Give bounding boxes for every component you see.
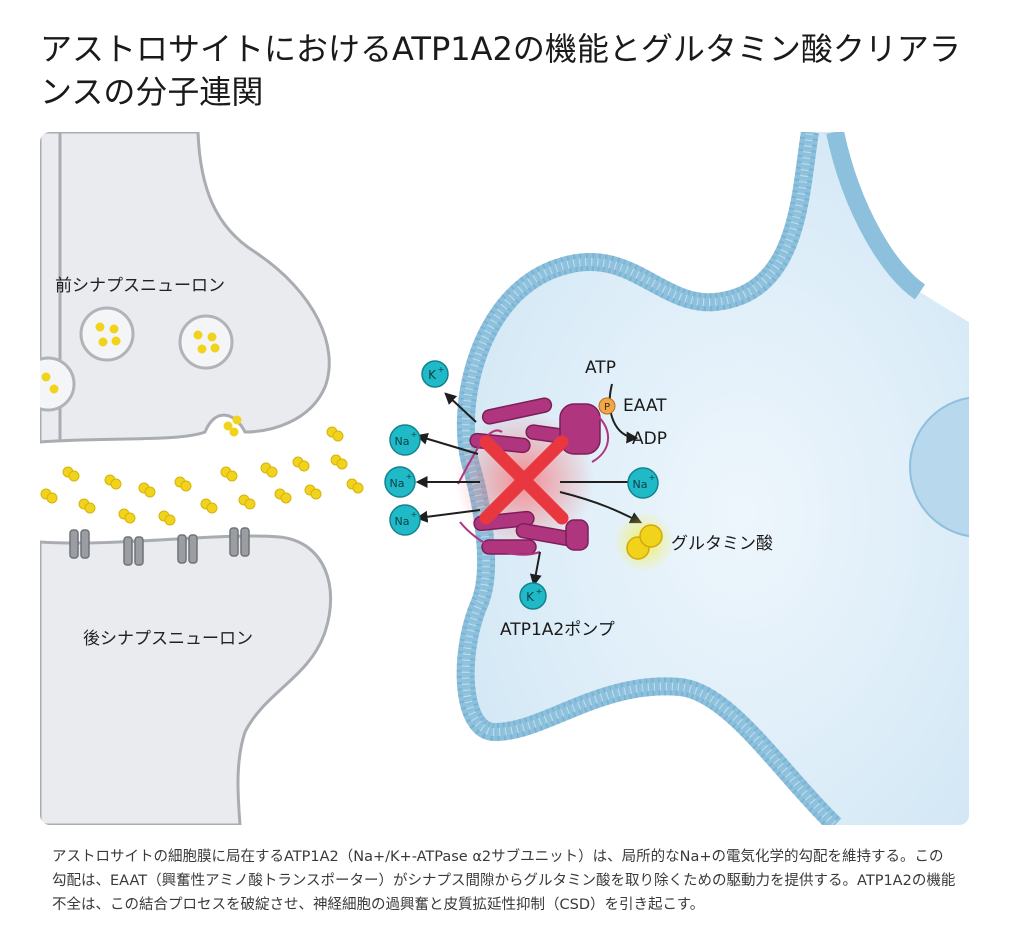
svg-text:K: K bbox=[428, 368, 437, 382]
receptor bbox=[69, 527, 250, 566]
glutamate-label: グルタミン酸 bbox=[671, 534, 773, 554]
cleft-glutamate bbox=[40, 426, 364, 526]
svg-text:Na: Na bbox=[395, 515, 410, 528]
svg-text:Na: Na bbox=[633, 478, 648, 491]
diagram-figure: 前シナプスニューロン 後シナプスニューロン bbox=[40, 132, 969, 825]
potassium-ion: K + bbox=[421, 360, 449, 388]
glutamate-molecule bbox=[614, 512, 674, 572]
svg-text:Na: Na bbox=[390, 477, 405, 490]
pump-label: ATP1A2ポンプ bbox=[500, 620, 615, 640]
sodium-ion: Na + bbox=[384, 466, 416, 498]
presynaptic-label: 前シナプスニューロン bbox=[55, 276, 225, 296]
svg-text:+: + bbox=[406, 472, 413, 481]
inhibition-x bbox=[479, 435, 569, 525]
figure-caption: アストロサイトの細胞膜に局在するATP1A2（Na+/K+-ATPase α2サ… bbox=[52, 849, 956, 913]
synaptic-vesicle bbox=[40, 356, 76, 412]
synaptic-vesicle bbox=[79, 306, 135, 362]
atp1a2-pump bbox=[454, 397, 610, 556]
synaptic-vesicle bbox=[178, 314, 234, 370]
svg-text:P: P bbox=[604, 402, 610, 413]
nucleus bbox=[909, 396, 969, 538]
svg-text:K: K bbox=[526, 590, 535, 604]
svg-text:+: + bbox=[438, 365, 445, 374]
page-title: アストロサイトにおけるATP1A2の機能とグルタミン酸クリアランスの分子連関 bbox=[40, 30, 961, 111]
sodium-ion: Na + bbox=[389, 424, 421, 456]
potassium-ion: K + bbox=[519, 582, 547, 610]
postsynaptic-neuron: 後シナプスニューロン bbox=[40, 527, 333, 825]
sodium-ion: Na + bbox=[389, 504, 421, 536]
svg-text:Na: Na bbox=[395, 435, 410, 448]
svg-text:+: + bbox=[411, 510, 418, 519]
postsynaptic-label: 後シナプスニューロン bbox=[83, 629, 253, 649]
svg-text:+: + bbox=[649, 473, 656, 482]
svg-text:+: + bbox=[411, 430, 418, 439]
eaat-label: EAAT bbox=[623, 396, 667, 416]
phosphate-icon: P bbox=[598, 397, 616, 415]
diagram-svg: 前シナプスニューロン 後シナプスニューロン bbox=[40, 132, 969, 825]
atp-label: ATP bbox=[585, 358, 616, 378]
svg-text:+: + bbox=[536, 587, 543, 596]
fusing-vesicle bbox=[223, 415, 242, 437]
adp-label: ADP bbox=[632, 429, 667, 449]
sodium-ion: Na + bbox=[627, 467, 659, 499]
presynaptic-neuron: 前シナプスニューロン bbox=[40, 132, 331, 444]
